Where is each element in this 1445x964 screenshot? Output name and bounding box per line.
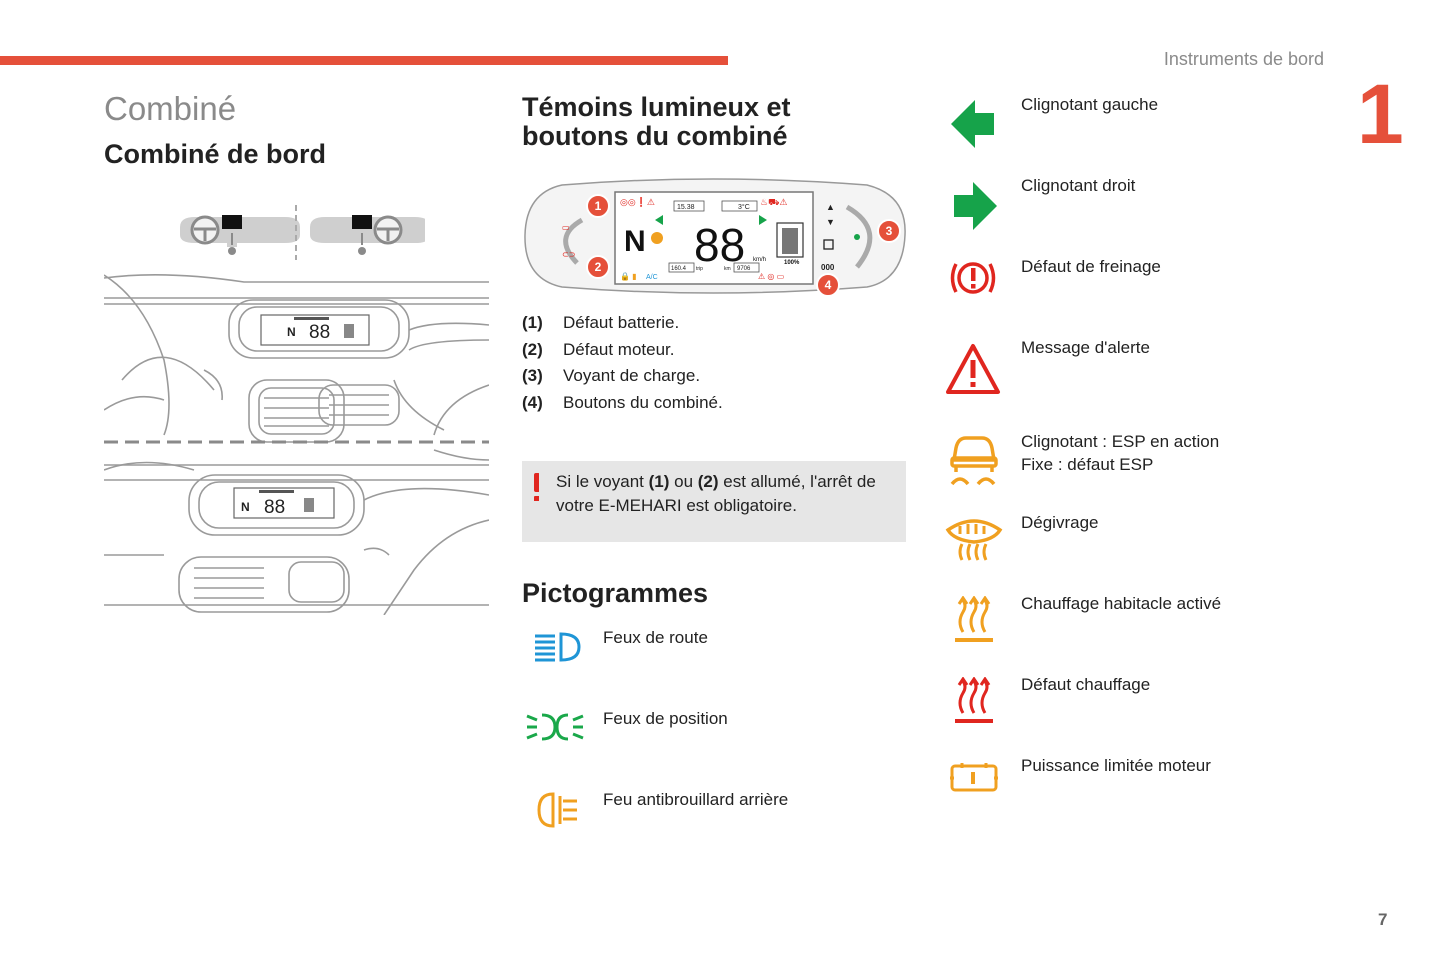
upper-display: N 88	[260, 314, 370, 346]
picto-label-heating-fault: Défaut chauffage	[1021, 675, 1151, 694]
defrost-icon	[945, 519, 1003, 561]
instrument-cluster: ◎◎❗⚠ ♨⛟⚠ 15.38 3°C N 88 km/h 100% 160.4 …	[524, 178, 906, 297]
picto-label-turn-left: Clignotant gauche	[1021, 95, 1159, 114]
drive-side-icons	[180, 205, 425, 260]
section-title-temoins: Témoins lumineux et boutons du combiné	[522, 93, 902, 151]
picto-label-brake-fault: Défaut de freinage	[1021, 257, 1161, 276]
svg-text:A/C: A/C	[646, 274, 658, 281]
cabin-heating-icon	[955, 596, 993, 642]
svg-text:▭: ▭	[562, 223, 570, 232]
esp-icon	[950, 436, 998, 486]
legend-item: (2)Défaut moteur.	[522, 339, 675, 359]
picto-label-cabin-heating: Chauffage habitacle activé	[1021, 594, 1222, 613]
svg-text:88: 88	[264, 497, 285, 518]
section-label: Instruments de bord	[1163, 49, 1324, 69]
svg-text:160.4: 160.4	[671, 266, 687, 272]
picto-label-turn-right: Clignotant droit	[1021, 176, 1136, 195]
warning-box	[522, 461, 906, 542]
pictogrammes-title: Pictogrammes	[522, 578, 709, 608]
lhd-car-icon	[180, 215, 300, 255]
svg-text:100%: 100%	[784, 260, 800, 266]
title-line-1: Témoins lumineux et	[522, 92, 791, 122]
svg-text:000: 000	[821, 263, 835, 272]
svg-text:⊂⊃: ⊂⊃	[562, 250, 575, 259]
svg-text:9706: 9706	[737, 266, 751, 272]
header-accent-bar	[0, 56, 728, 65]
brake-fault-icon	[950, 262, 996, 294]
svg-text:N: N	[624, 225, 646, 258]
subsection-title: Combiné de bord	[104, 139, 326, 169]
svg-text:▼: ▼	[826, 217, 835, 227]
svg-text:3: 3	[886, 224, 893, 238]
dashboard-illustration: N 88 N 88	[104, 274, 489, 615]
picto-label-position-lights: Feux de position	[603, 709, 728, 728]
picto-label-power-limit: Puissance limitée moteur	[1021, 756, 1211, 775]
svg-text:88: 88	[694, 219, 745, 271]
title-line-2: boutons du combiné	[522, 121, 788, 151]
lower-display: N 88	[233, 487, 335, 519]
alert-triangle-icon	[946, 344, 1000, 394]
turn-right-icon	[954, 182, 997, 230]
legend-item: (3)Voyant de charge.	[522, 366, 701, 386]
exclamation-icon	[534, 473, 539, 501]
svg-text:🔒 ▮: 🔒 ▮	[620, 272, 637, 281]
svg-text:⚠ ◎ ▭: ⚠ ◎ ▭	[758, 272, 784, 281]
chapter-number: 1	[1357, 67, 1404, 161]
svg-text:4: 4	[825, 278, 832, 292]
high-beam-icon	[535, 632, 581, 662]
picto-label-alert: Message d'alerte	[1021, 338, 1150, 357]
svg-text:km: km	[724, 266, 731, 272]
svg-text:2: 2	[595, 260, 602, 274]
svg-text:88: 88	[309, 322, 330, 343]
legend-item: (4)Boutons du combiné.	[522, 392, 723, 412]
legend-item: (1)Défaut batterie.	[522, 313, 680, 332]
warning-text: Si le voyant (1) ou (2) est allumé, l'ar…	[556, 472, 876, 515]
power-limit-icon	[950, 763, 998, 792]
callout-legend: (1)Défaut batterie. (2)Défaut moteur. (3…	[522, 313, 723, 419]
rear-fog-icon	[537, 792, 577, 828]
picto-label-high-beam: Feux de route	[603, 628, 708, 647]
svg-text:◎◎❗⚠: ◎◎❗⚠	[620, 196, 655, 207]
svg-text:▲: ▲	[826, 202, 835, 212]
svg-text:N: N	[241, 500, 250, 514]
rhd-car-icon	[310, 215, 425, 255]
heating-fault-icon	[955, 677, 993, 723]
turn-left-icon	[951, 100, 994, 148]
svg-text:N: N	[287, 325, 296, 339]
svg-text:trip: trip	[696, 266, 703, 272]
picto-label-rear-fog: Feu antibrouillard arrière	[603, 790, 789, 809]
picto-label-defrost: Dégivrage	[1021, 513, 1099, 532]
svg-text:15.38: 15.38	[677, 204, 695, 211]
svg-text:1: 1	[595, 199, 602, 213]
svg-text:♨⛟⚠: ♨⛟⚠	[760, 197, 787, 207]
svg-text:3°C: 3°C	[738, 203, 750, 211]
position-lights-icon	[526, 713, 584, 741]
page-number: 7	[1378, 910, 1388, 929]
page-title: Combiné	[104, 90, 237, 127]
svg-text:km/h: km/h	[753, 257, 766, 263]
